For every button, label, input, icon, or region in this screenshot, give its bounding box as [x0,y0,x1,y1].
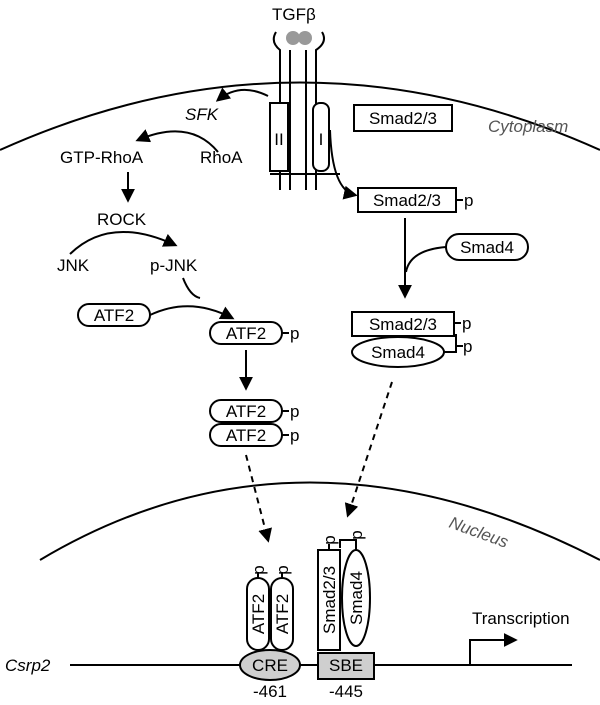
complex-smad23-phospho: p [462,314,471,333]
atf2-dimer-1-phospho: p [290,402,299,421]
bound-smad23-phospho: p [320,535,339,544]
atf2-dimer-2-phospho: p [290,426,299,445]
smad23-node [353,104,453,132]
smad23-label: Smad2/3 [369,109,437,128]
receptor-type2 [269,102,289,172]
sbe-label: SBE [329,656,363,675]
receptor-type1 [312,102,330,172]
arrow-receptor-smad23p [329,129,358,200]
bound-atf2-b-phospho: p [273,565,292,574]
tgfb-label: TGFβ [272,5,316,24]
receptor-type1-label: I [319,130,324,149]
receptor-type2-label: II [274,130,283,149]
jnk-label: JNK [57,256,90,275]
bound-smad23-label: Smad2/3 [320,566,339,634]
bound-atf2-b-label: ATF2 [273,594,292,634]
cre-label: CRE [252,656,288,675]
pjnk-link [182,277,201,299]
atf2-p-label: ATF2 [226,324,266,343]
p-jnk-label: p-JNK [150,256,198,275]
bound-atf2-a-label: ATF2 [249,594,268,634]
gtp-rhoa-label: GTP-RhoA [60,148,144,167]
sfk-label: SFK [185,105,219,124]
tgfb-ligand [286,31,312,45]
atf2-label: ATF2 [94,306,134,325]
arrow-jnk-pjnk [69,230,178,255]
arrow-atf2-nucleus [245,454,272,543]
transcription-arrow [469,633,518,665]
smad4-label: Smad4 [460,238,514,257]
cytoplasm-label: Cytoplasm [488,117,568,136]
gene-label: Csrp2 [5,656,51,675]
receptor-complex [270,31,340,190]
complex-smad23-label: Smad2/3 [369,315,437,334]
cre-position: -461 [253,682,287,701]
bound-smad4-label: Smad4 [347,571,366,625]
arrow-rhoa-gtp [135,129,219,153]
arrow-receptor-sfk [215,87,269,102]
rhoa-label: RhoA [200,148,243,167]
atf2-p-phospho: p [290,324,299,343]
atf2-dimer-1-label: ATF2 [226,402,266,421]
bound-atf2-a-phospho: p [249,565,268,574]
arrow-smad-nucleus [344,381,393,518]
complex-smad4-phospho: p [463,337,472,356]
complex-smad23 [351,311,455,337]
smad23-p-label: Smad2/3 [373,191,441,210]
complex-smad4-label: Smad4 [371,343,425,362]
atf2-dimer-2-label: ATF2 [226,426,266,445]
rock-label: ROCK [97,210,147,229]
smad4-join [405,246,447,273]
transcription-label: Transcription [472,609,570,628]
cell-membrane [0,81,600,151]
nuclear-membrane [39,481,600,561]
sbe-element [317,652,375,680]
smad23-p-phospho: p [464,191,473,210]
nucleus-label: Nucleus [447,513,512,552]
cre-element [239,649,301,681]
arrow-atf2-phospho [149,305,235,320]
bound-smad4-phospho: p [347,530,366,539]
sbe-position: -445 [329,682,363,701]
